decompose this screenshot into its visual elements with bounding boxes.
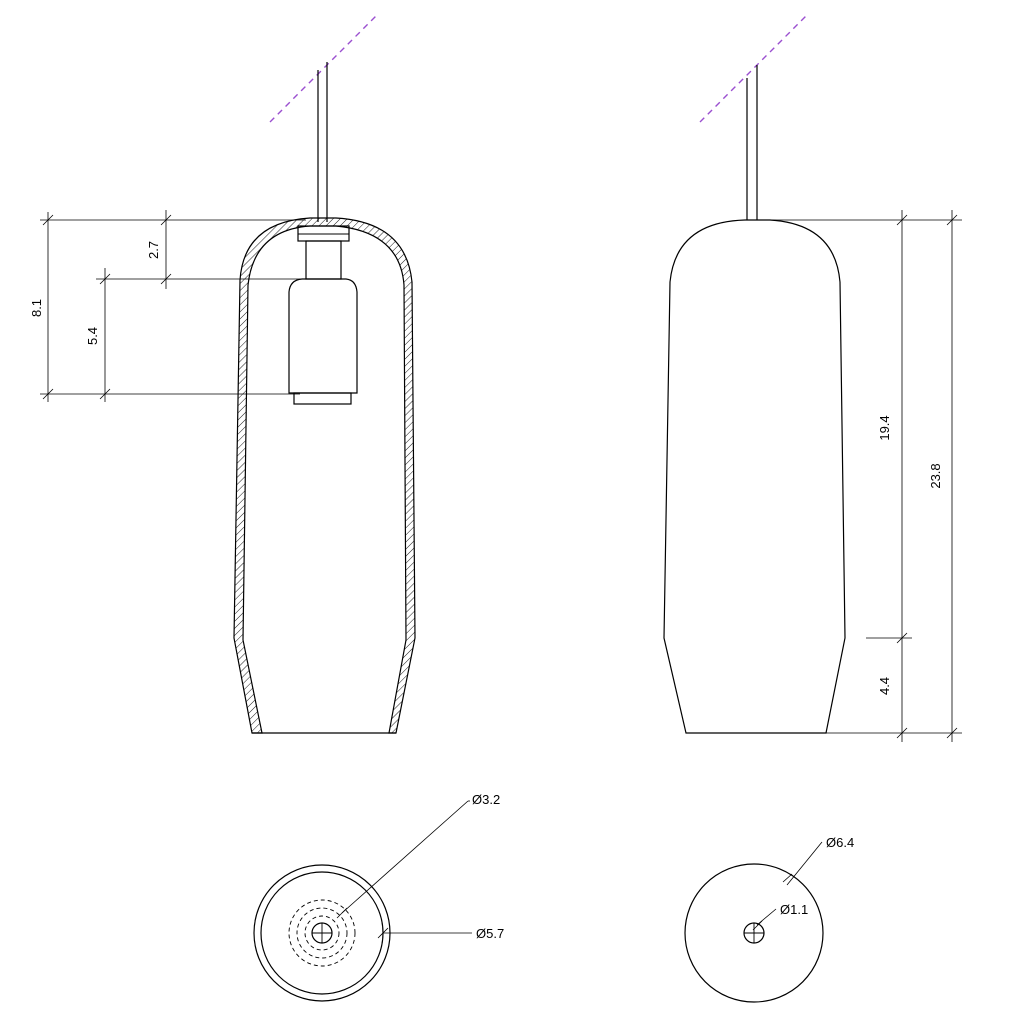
tick: [99, 273, 111, 285]
shade-outline: [663, 219, 846, 734]
dim-label-d3-2: Ø3.2: [472, 792, 500, 807]
leader-6-4: [786, 841, 823, 886]
dim-label-4-4: 4.4: [877, 677, 892, 695]
leader-3-2: [341, 800, 469, 914]
tick: [946, 727, 958, 739]
bottom-view: Ø3.2 Ø5.7: [253, 792, 504, 1002]
dim-label-8-1: 8.1: [29, 299, 44, 317]
tick: [896, 632, 908, 644]
dim-label-2-7: 2.7: [146, 241, 161, 259]
side-view: 19.4 4.4 23.8: [663, 13, 962, 742]
tick: [160, 273, 172, 285]
tick: [896, 727, 908, 739]
socket-dashed-inner: [304, 915, 340, 951]
socket-body: [288, 278, 358, 394]
tick: [42, 388, 54, 400]
socket-dashed-middle: [296, 907, 348, 959]
tick: [336, 907, 348, 919]
tick: [160, 214, 172, 226]
tick: [782, 873, 793, 883]
dim-label-d6-4: Ø6.4: [826, 835, 854, 850]
shade-top-circle: [684, 863, 824, 1003]
dim-label-5-4: 5.4: [85, 327, 100, 345]
tick: [752, 920, 763, 931]
shade-wall-hatched: [233, 217, 416, 734]
tick: [42, 214, 54, 226]
tick: [946, 214, 958, 226]
tick: [99, 388, 111, 400]
section-view: 8.1 5.4 2.7: [29, 13, 416, 734]
socket-dashed-outer: [288, 899, 356, 967]
tick: [377, 927, 389, 939]
socket-cap: [297, 225, 350, 242]
dim-label-d1-1: Ø1.1: [780, 902, 808, 917]
dim-label-19-4: 19.4: [877, 415, 892, 440]
tick: [896, 214, 908, 226]
top-view: Ø6.4 Ø1.1: [684, 835, 854, 1003]
ceiling-line-left: [269, 13, 379, 123]
socket-neck: [305, 240, 342, 280]
dim-label-d5-7: Ø5.7: [476, 926, 504, 941]
dim-label-23-8: 23.8: [928, 463, 943, 488]
ceiling-line-right: [699, 13, 809, 123]
socket-ring: [293, 392, 352, 405]
